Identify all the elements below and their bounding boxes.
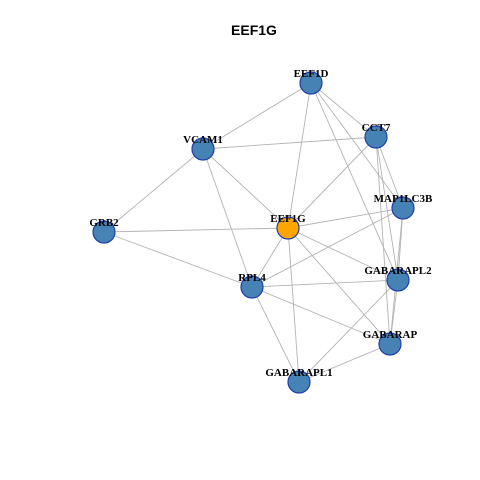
node-grb2	[92, 220, 116, 244]
node-label-eef1d: EEF1D	[294, 68, 329, 80]
node-label-cct7: CCT7	[362, 122, 391, 134]
node-label-map1lc3b: MAP1LC3B	[374, 193, 433, 205]
edge-vcam1-eef1g	[202, 148, 289, 229]
node-label-grb2: GRB2	[89, 217, 119, 229]
edge-rpl4-gabarap	[251, 286, 391, 345]
edge-eef1g-gabarapl1	[287, 227, 300, 383]
node-label-eef1g: EEF1G	[270, 213, 306, 225]
edge-eef1d-map1lc3b	[310, 82, 404, 209]
node-label-gabarapl1: GABARAPL1	[265, 367, 332, 379]
node-vcam1	[191, 137, 215, 161]
node-eef1g	[276, 216, 300, 240]
edges-layer	[103, 82, 404, 383]
node-gabarapl1	[287, 370, 311, 394]
edge-cct7-gabarapl2	[375, 136, 399, 281]
edge-eef1d-cct7	[310, 82, 377, 138]
edge-eef1g-gabarap	[287, 227, 391, 345]
node-rpl4	[240, 275, 264, 299]
edge-eef1g-map1lc3b	[287, 207, 404, 229]
edge-vcam1-grb2	[103, 148, 204, 233]
edge-cct7-gabarap	[375, 136, 391, 345]
node-gabarap	[378, 332, 402, 356]
nodes-layer	[92, 71, 415, 394]
node-eef1d	[299, 71, 323, 95]
node-gabarapl2	[386, 268, 410, 292]
edge-gabarapl2-gabarapl1	[298, 279, 399, 383]
edge-eef1d-eef1g	[287, 82, 312, 229]
edge-vcam1-cct7	[202, 136, 377, 150]
node-label-gabarapl2: GABARAPL2	[364, 265, 432, 277]
node-cct7	[364, 125, 388, 149]
node-label-gabarap: GABARAP	[363, 329, 418, 341]
edge-eef1d-gabarapl2	[310, 82, 399, 281]
node-label-rpl4: RPL4	[238, 272, 266, 284]
edge-gabarap-gabarapl1	[298, 343, 391, 383]
edge-eef1d-vcam1	[202, 82, 312, 150]
edge-cct7-map1lc3b	[375, 136, 404, 209]
graph-title: EEF1G	[231, 22, 277, 38]
edge-eef1g-gabarapl2	[287, 227, 399, 281]
edge-rpl4-gabarapl1	[251, 286, 300, 383]
node-map1lc3b	[391, 196, 415, 220]
node-label-vcam1: VCAM1	[183, 134, 223, 146]
edge-vcam1-rpl4	[202, 148, 253, 288]
edge-grb2-rpl4	[103, 231, 253, 288]
edge-rpl4-gabarapl2	[251, 279, 399, 288]
edge-grb2-eef1g	[103, 227, 289, 233]
edge-rpl4-map1lc3b	[251, 207, 404, 288]
edge-cct7-eef1g	[287, 136, 377, 229]
